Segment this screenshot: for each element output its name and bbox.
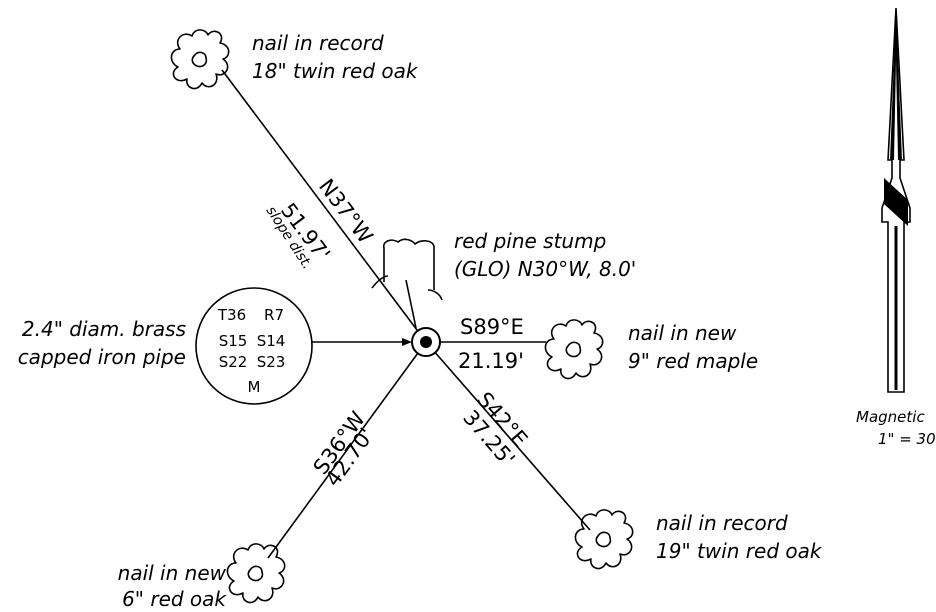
line-se [425,341,591,531]
stump-line1: red pine stump [454,229,606,253]
cap-row2-b: S14 [257,332,286,350]
line-nw [221,69,427,343]
monument-line1: 2.4" diam. brass [22,317,186,341]
tree-e-line1: nail in new [628,321,737,345]
distance-e: 21.19' [458,349,524,373]
stump-icon [371,238,443,301]
tree-icon-e [544,319,604,380]
cap-stamp-circle [195,287,313,405]
stump-leader [405,279,417,329]
tree-icon-sw [226,543,286,604]
cap-row3-a: S22 [219,353,248,371]
tree-nw-line2: 18" twin red oak [252,59,419,83]
tree-icon-nw [170,29,230,90]
bearing-e: S89°E [460,315,524,339]
north-arrow-label: Magnetic [856,408,925,426]
monument-line2: capped iron pipe [18,345,186,369]
cap-row1-a: T36 [217,306,246,324]
tree-sw-line1: nail in new [118,561,227,585]
corner-monument-dot [420,336,432,348]
tree-nw-line1: nail in record [252,31,384,55]
tree-e-line2: 9" red maple [628,349,758,373]
cap-row3-b: S23 [257,353,286,371]
line-sw [267,341,427,559]
pipe-leader-arrowhead [402,338,412,346]
cap-row1-b: R7 [264,306,284,324]
stump-line2: (GLO) N30°W, 8.0' [454,257,636,281]
cap-row4: M [248,378,261,396]
tree-sw-line2: 6" red oak [122,587,227,611]
north-arrow-icon [881,7,911,393]
tree-se-line1: nail in record [656,511,788,535]
scale-label: 1" = 30' [878,430,936,448]
tree-icon-se [574,509,634,570]
tree-se-line2: 19" twin red oak [656,539,823,563]
cap-row2-a: S15 [219,332,248,350]
